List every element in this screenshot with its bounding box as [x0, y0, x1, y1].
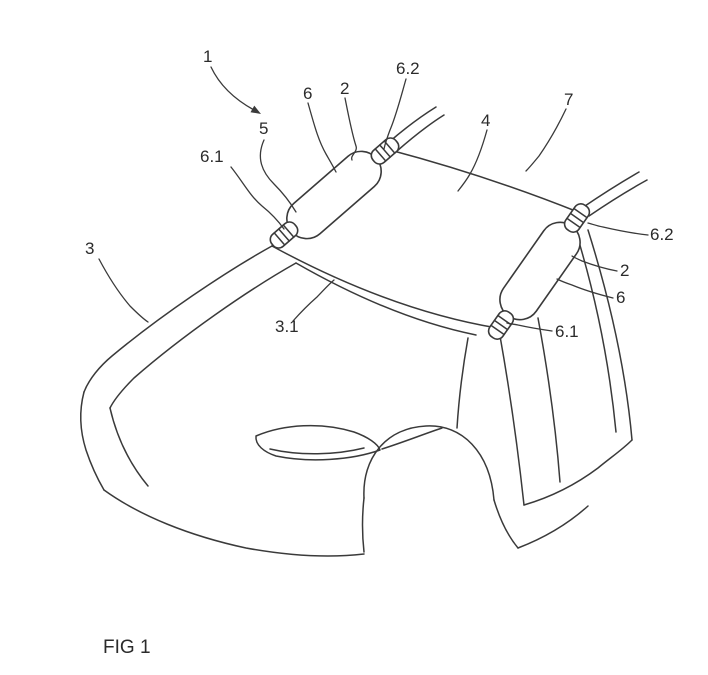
ref-numeral-3: 3 — [85, 239, 94, 258]
leader-6-right — [556, 278, 614, 299]
ref-numeral-6-1-right: 6.1 — [555, 322, 579, 341]
ref-numeral-4: 4 — [481, 111, 490, 130]
leader-2-right — [571, 255, 618, 272]
hood-line-lower — [109, 262, 297, 409]
wheel-arch-left-drop — [361, 497, 365, 553]
reference-numerals: 1 5 6 2 6.2 4 7 6.1 3 3.1 6.2 2 6 6.1 — [85, 47, 674, 341]
ref-numeral-6-2-right: 6.2 — [650, 225, 674, 244]
sill-line — [517, 505, 589, 549]
ref-numeral-6-2-left: 6.2 — [396, 59, 420, 78]
front-left-edge — [80, 391, 105, 491]
leader-6-2-left — [383, 78, 407, 150]
ref-numeral-7: 7 — [564, 90, 573, 109]
wheel-arch — [363, 425, 495, 501]
leader-6-1-right — [506, 322, 553, 332]
bumper-bottom-edge — [103, 489, 365, 557]
ref-numeral-2-right: 2 — [620, 261, 629, 280]
roof-rail-stub-left-2 — [396, 114, 445, 152]
hood-line-upper — [83, 245, 273, 393]
door-front-edge — [499, 335, 525, 506]
ref-numeral-1: 1 — [203, 47, 212, 66]
fender-line — [381, 427, 443, 450]
roof-rail-stub-right-1 — [581, 171, 640, 209]
headlight-inner-line — [269, 447, 365, 455]
b-pillar-outer — [587, 229, 633, 441]
door-line — [537, 317, 561, 483]
leader-6-2-right — [587, 222, 649, 236]
ref-numeral-3-1: 3.1 — [275, 317, 299, 336]
leader-2-left — [344, 97, 357, 161]
front-crease — [109, 407, 149, 487]
ref-numeral-6-right: 6 — [616, 288, 625, 307]
roof-rail-stub-right-2 — [588, 179, 648, 217]
leader-3-1 — [292, 279, 335, 322]
leader-1-arrow — [210, 66, 255, 111]
leader-6-left — [307, 102, 337, 173]
ref-numeral-6-left: 6 — [303, 84, 312, 103]
wheel-arch-right-drop — [493, 499, 519, 549]
figure-caption: FIG 1 — [103, 637, 151, 658]
ref-numeral-6-1-left: 6.1 — [200, 147, 224, 166]
roller-modules — [286, 150, 581, 321]
leader-7 — [525, 108, 567, 172]
headlight-outline — [255, 424, 381, 461]
arrowhead-1 — [250, 105, 261, 114]
leader-6-1-left — [230, 166, 285, 230]
rocker-line-right — [523, 439, 633, 506]
leader-4 — [457, 129, 488, 192]
leader-lines — [98, 66, 649, 332]
windshield-top-edge — [389, 149, 579, 213]
ref-numeral-2-left: 2 — [340, 79, 349, 98]
cowl-line — [295, 262, 477, 336]
leader-3 — [98, 258, 149, 323]
leader-5 — [259, 139, 297, 213]
ref-numeral-5: 5 — [259, 119, 268, 138]
b-pillar-inner — [578, 241, 617, 433]
windshield-bottom-edge — [271, 245, 498, 329]
cowl-to-arch-line — [456, 337, 469, 429]
